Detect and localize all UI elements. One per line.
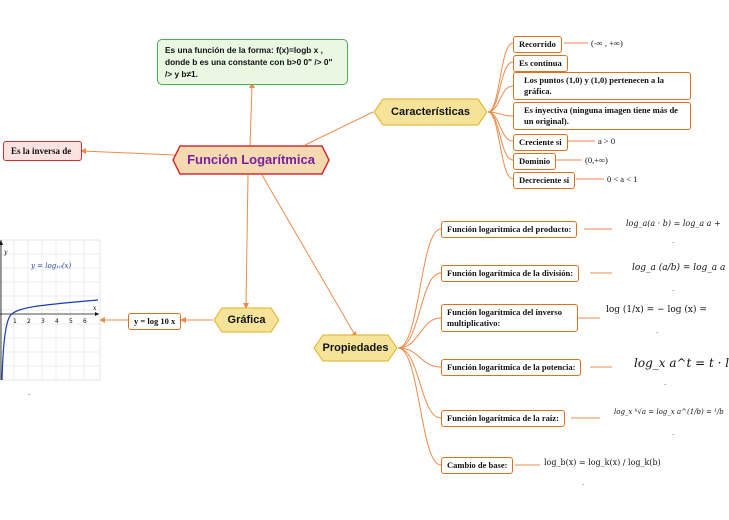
log-graph-svg: y x y = log₁₀(x) 1 2 3 4 5 6 .	[0, 239, 101, 397]
propiedades-label: Propiedades	[322, 342, 389, 354]
propiedades-node[interactable]: Propiedades	[313, 334, 398, 362]
graph-caption: .	[28, 388, 30, 397]
prop-producto-formula: log_a(a · b) = log_a a +	[626, 219, 721, 228]
recorrido-node[interactable]: Recorrido	[513, 36, 562, 53]
continua-node[interactable]: Es continua	[513, 55, 568, 72]
central-topic-label: Función Logarítmica	[187, 152, 315, 167]
propiedades-shape	[313, 334, 398, 362]
tick-1: 1	[13, 318, 17, 325]
puntos-node[interactable]: Los puntos (1,0) y (1,0) pertenecen a la…	[513, 72, 691, 100]
equation-node[interactable]: y = log 10 x	[128, 313, 182, 330]
tick-2: 2	[27, 318, 31, 325]
tick-5: 5	[69, 318, 73, 325]
prop-cambio-base-node[interactable]: Cambio de base:	[441, 457, 514, 474]
grafica-label: Gráfica	[227, 314, 266, 326]
prop-inverso-node[interactable]: Función logarítmica del inverso multipli…	[441, 304, 578, 332]
prop-inverso-dot: .	[656, 326, 659, 335]
central-topic-shape	[172, 145, 330, 175]
prop-raiz-dot: .	[672, 428, 675, 437]
inverse-node[interactable]: Es la inversa de	[3, 141, 82, 161]
axis-x-label: x	[93, 305, 97, 312]
axis-y-label: y	[3, 249, 8, 256]
prop-division-dot: .	[672, 284, 675, 293]
tick-3: 3	[41, 318, 45, 325]
prop-potencia-formula: log_x a^t = t · l	[634, 356, 729, 370]
prop-cambio-base-formula: log_b(x) = log_k(x) / log_k(b)	[544, 458, 661, 467]
prop-potencia-node[interactable]: Función logarítmica de la potencia:	[441, 359, 582, 376]
connector-lines	[80, 42, 612, 466]
decreciente-value: 0 < a < 1	[607, 174, 638, 184]
dominio-value: (0,+∞)	[585, 155, 608, 165]
prop-raiz-formula: log_x ᵇ√a = log_x a^(1/b) = ¹/b	[614, 408, 724, 416]
recorrido-value: (-∞ , +∞)	[591, 38, 623, 48]
central-topic[interactable]: Función Logarítmica	[172, 145, 330, 175]
plot-function-label: y = log₁₀(x)	[30, 262, 71, 270]
caracteristicas-node[interactable]: Características	[373, 98, 488, 126]
prop-raiz-node[interactable]: Función logarítmica de la raíz:	[441, 410, 565, 427]
definition-note[interactable]: Es una función de la forma: f(x)=logb x …	[157, 39, 348, 85]
creciente-node[interactable]: Creciente si	[513, 134, 568, 151]
prop-producto-dot: .	[672, 236, 675, 245]
prop-inverso-formula: log (1/x) = − log (x) =	[606, 305, 707, 315]
prop-division-formula: log_a (a/b) = log_a a	[632, 263, 726, 273]
prop-producto-node[interactable]: Función logarítmica del producto:	[441, 221, 578, 238]
inyectiva-node[interactable]: Es inyectiva (ninguna imagen tiene más d…	[513, 102, 691, 130]
caracteristicas-label: Características	[391, 106, 470, 118]
dominio-node[interactable]: Dominio	[513, 153, 557, 170]
grafica-shape	[213, 307, 280, 333]
prop-division-node[interactable]: Función logarítmica de la división:	[441, 265, 580, 282]
log-graph: y x y = log₁₀(x) 1 2 3 4 5 6 .	[0, 237, 101, 397]
tick-6: 6	[83, 318, 87, 325]
log-curve	[1, 299, 99, 381]
creciente-value: a > 0	[598, 136, 616, 146]
prop-cambio-base-dot: .	[582, 478, 585, 487]
decreciente-node[interactable]: Decreciente si	[513, 172, 576, 189]
prop-potencia-dot: .	[664, 378, 667, 387]
grafica-node[interactable]: Gráfica	[213, 307, 280, 333]
caracteristicas-shape	[373, 98, 488, 126]
tick-4: 4	[55, 318, 59, 325]
